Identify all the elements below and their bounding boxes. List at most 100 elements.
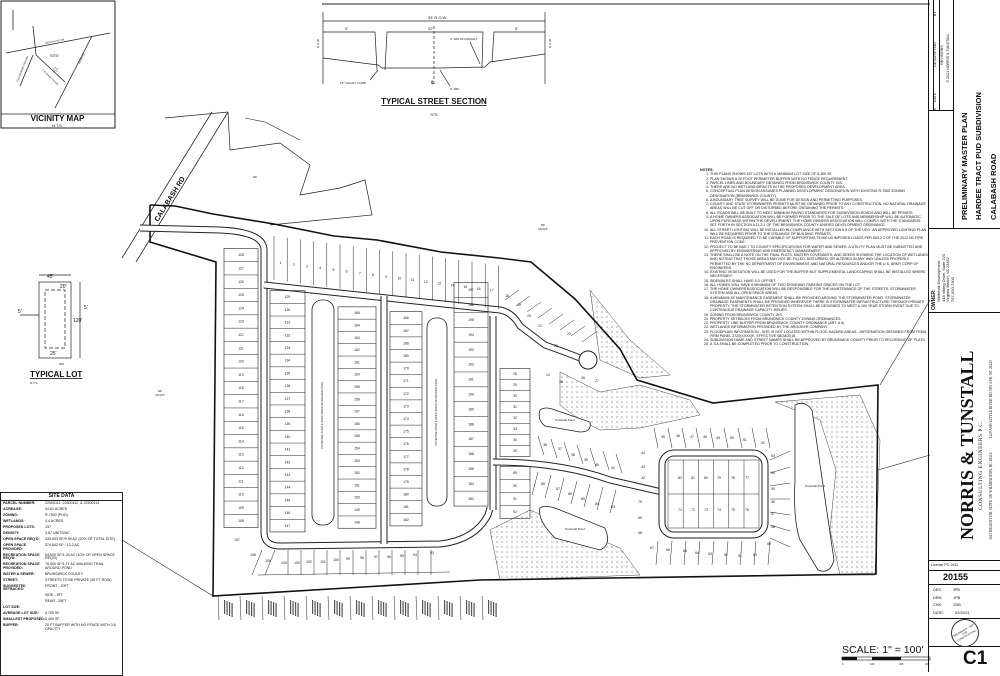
lot-number: 142	[285, 460, 291, 464]
lot-line	[769, 466, 791, 474]
lot-number: 176	[403, 442, 409, 446]
open-space-area	[589, 289, 671, 379]
notes-title: NOTES:	[700, 168, 714, 172]
lot-number: 63	[708, 552, 712, 556]
lot-number: 23	[567, 332, 571, 336]
owner-line: 757-000-7300	[949, 277, 955, 302]
lot-number: 112	[238, 466, 244, 470]
lot-number: 58	[771, 525, 775, 529]
lot-number: 44	[641, 451, 645, 455]
lot-number: 183	[468, 497, 474, 501]
site-data-row: WATER & SEWER:BRUNSWICK COUNTY	[1, 571, 122, 577]
lot-number: 84	[595, 502, 599, 506]
lot-number: 24	[546, 373, 550, 377]
lot-number: 36	[543, 443, 547, 447]
lot-number: 2	[293, 263, 295, 267]
lot-number: 27	[595, 379, 599, 383]
adjacent-owner-text-mark	[334, 600, 336, 614]
row-label: R.O.W.	[548, 38, 552, 48]
lot-number: 68	[638, 531, 642, 535]
lot-number: 160	[354, 373, 360, 377]
lot-number: 196	[468, 303, 474, 307]
site-data-key: RECREATION SPACE REQ'D:	[3, 552, 40, 561]
lot-line	[596, 486, 604, 511]
lot-number: 148	[354, 520, 360, 524]
site-star-icon: ☆	[52, 65, 59, 74]
lot-number: 7	[359, 271, 361, 275]
lot-number: 156	[354, 422, 360, 426]
adjacent-owner-text-mark	[275, 603, 277, 617]
lot-number: 81	[691, 476, 695, 480]
lot-line	[550, 438, 558, 459]
lot-number: 57	[771, 512, 775, 516]
site-data-row: AVERAGE LOT SIZE:6,700 SF	[1, 611, 122, 617]
lot-number: 104	[281, 561, 287, 565]
note-item: THIS PLANS SHOWS 197 LOTS WITH A MINIMUM…	[710, 172, 928, 176]
lot-number: 105	[265, 559, 271, 563]
lot-number: 141	[285, 448, 291, 452]
adjacent-owner-text-mark	[317, 602, 319, 616]
lot-number: 67	[650, 546, 654, 550]
adjacent-owner-text-mark	[226, 601, 228, 615]
site-data-value: 574,842 SF / 13.2 AC	[45, 542, 80, 547]
lot-number: 75	[731, 508, 735, 512]
typical-lot-title: TYPICAL LOT	[30, 370, 82, 379]
adjacent-owner-text-mark	[251, 602, 253, 616]
lot-line	[264, 549, 276, 576]
lot-number: 83	[611, 505, 615, 509]
lot-line	[544, 474, 552, 499]
lot-number: 42	[641, 476, 645, 480]
lot-line	[667, 427, 673, 449]
site-data-key	[3, 594, 45, 598]
lot-number: 21	[538, 324, 542, 328]
adjacent-owner-text-mark	[290, 600, 292, 614]
lot-number: 76	[745, 508, 749, 512]
lot-number: 93	[430, 551, 434, 555]
lot-number: 52	[761, 441, 765, 445]
drawing-credits: DES: JPB DRN: JPB CHK: ZDB DATE: 02/25/2…	[933, 587, 970, 617]
adjacent-owner-text-mark	[471, 602, 473, 616]
lot-number: 47	[690, 435, 694, 439]
lot-line	[723, 427, 729, 449]
lot-line	[559, 319, 575, 331]
lot-line	[609, 489, 617, 514]
site-data-value: 54,000 SF/1.25 AC (10% OF OPEN SPACE REQ…	[45, 552, 115, 561]
lot-number: 192	[468, 363, 474, 367]
open-space-area	[559, 371, 701, 431]
firm-block: NORRIS & TUNSTALL CONSULTING ENGINEERS P…	[957, 320, 1000, 540]
lot-number: 56	[771, 500, 775, 504]
lot-number: 17	[490, 289, 494, 293]
adjacent-lot-line	[261, 595, 264, 621]
lot-number: 6	[346, 270, 348, 274]
site-data-key: RECREATION SPACE PROVIDED:	[3, 562, 40, 570]
centerline-icon: ℄	[430, 80, 435, 86]
lot-number: 149	[354, 508, 360, 512]
lot-number: 155	[354, 434, 360, 438]
cul-de-sac	[578, 350, 598, 370]
rev-col-by: BY	[933, 11, 937, 17]
site-data-row: PARCEL NUMBER:22500111, 22500112, & 2250…	[1, 501, 122, 507]
adjacent-owner-text-mark	[248, 601, 250, 615]
rev-col-description: DESCRIPTION	[933, 42, 937, 67]
adjacent-owner-text-mark	[424, 601, 426, 615]
lot-number: 127	[238, 267, 244, 271]
site-data-row: PROPOSED LOTS:197	[1, 525, 122, 531]
lot-number: 108	[238, 519, 244, 523]
lot-number: 110	[238, 493, 244, 497]
adjacent-owner-text-mark	[407, 603, 409, 617]
abc-callout: 6" ABC	[450, 87, 460, 91]
lot-number: 187	[468, 437, 474, 441]
lot-line	[526, 301, 542, 313]
seal-text: PRELIMINARY - NOT FOR CONSTRUCTION	[951, 622, 977, 643]
lot-number: 99	[346, 557, 350, 561]
calabash-road-edge	[121, 111, 213, 259]
neighbor-parcel-label: VACANT	[538, 228, 548, 231]
note-item: ALL STREET LIGHTING WILL BE INSTALLED IN…	[710, 228, 928, 237]
adjacent-lot-line	[239, 595, 242, 621]
typical-street-section: 35' R.O.W. 5' 22' 5' R.O.W. R.O.W. 2" SF…	[316, 3, 930, 117]
adjacent-owner-text-mark	[319, 603, 321, 617]
adjacent-owner-text-mark	[444, 600, 446, 614]
lot-number: 50	[730, 436, 734, 440]
site-data-row: SUGGESTED SETBACKS:FRONT - 20FT	[1, 583, 122, 593]
revisions-header: # DATE DESCRIPTION BY	[933, 0, 939, 110]
